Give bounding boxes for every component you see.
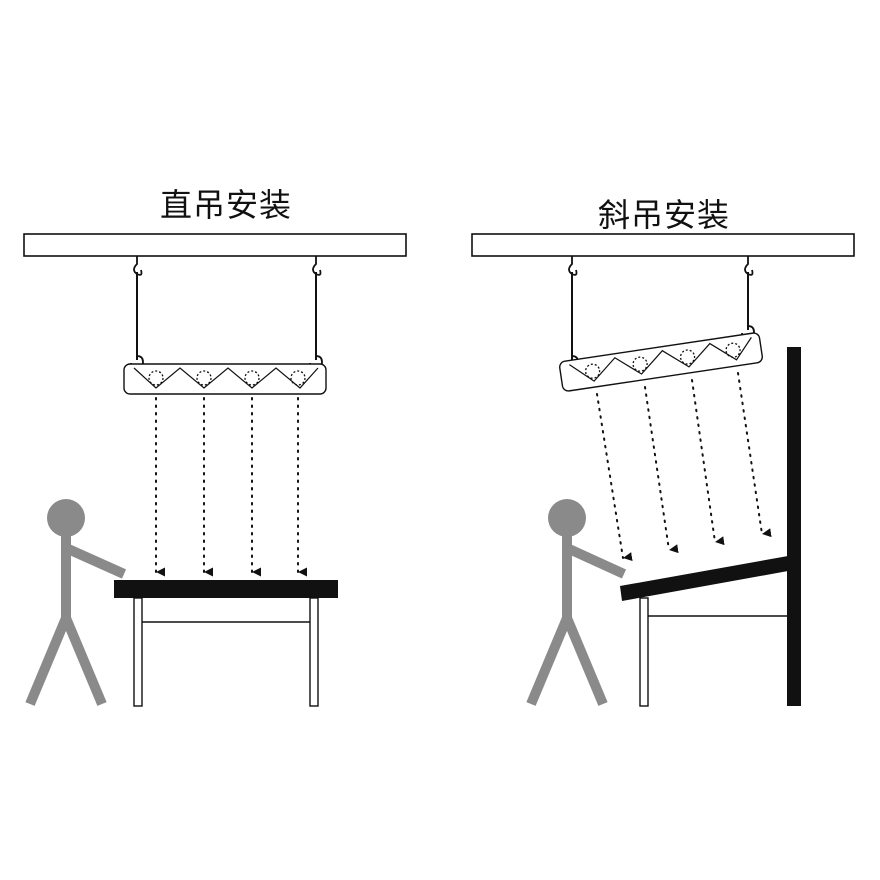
vertical-hanging-title: 直吊安装: [160, 186, 293, 224]
ceiling-beam-right: [471, 233, 855, 257]
worker-figure-left: [25, 499, 127, 706]
light-fixture-left: [123, 363, 327, 395]
right-panel: [471, 233, 855, 707]
inclined-worktable-right: [620, 347, 801, 707]
inclined-hanging-title: 斜吊安装: [598, 196, 731, 234]
light-fixture-right: [559, 332, 763, 392]
worktable-left: [114, 580, 338, 707]
light-beams-left: [155, 397, 307, 577]
light-beams-right: [596, 372, 772, 562]
worker-figure-right: [526, 499, 627, 706]
ceiling-beam-left: [23, 233, 407, 257]
left-panel: [23, 233, 407, 707]
wall-post: [787, 347, 801, 706]
